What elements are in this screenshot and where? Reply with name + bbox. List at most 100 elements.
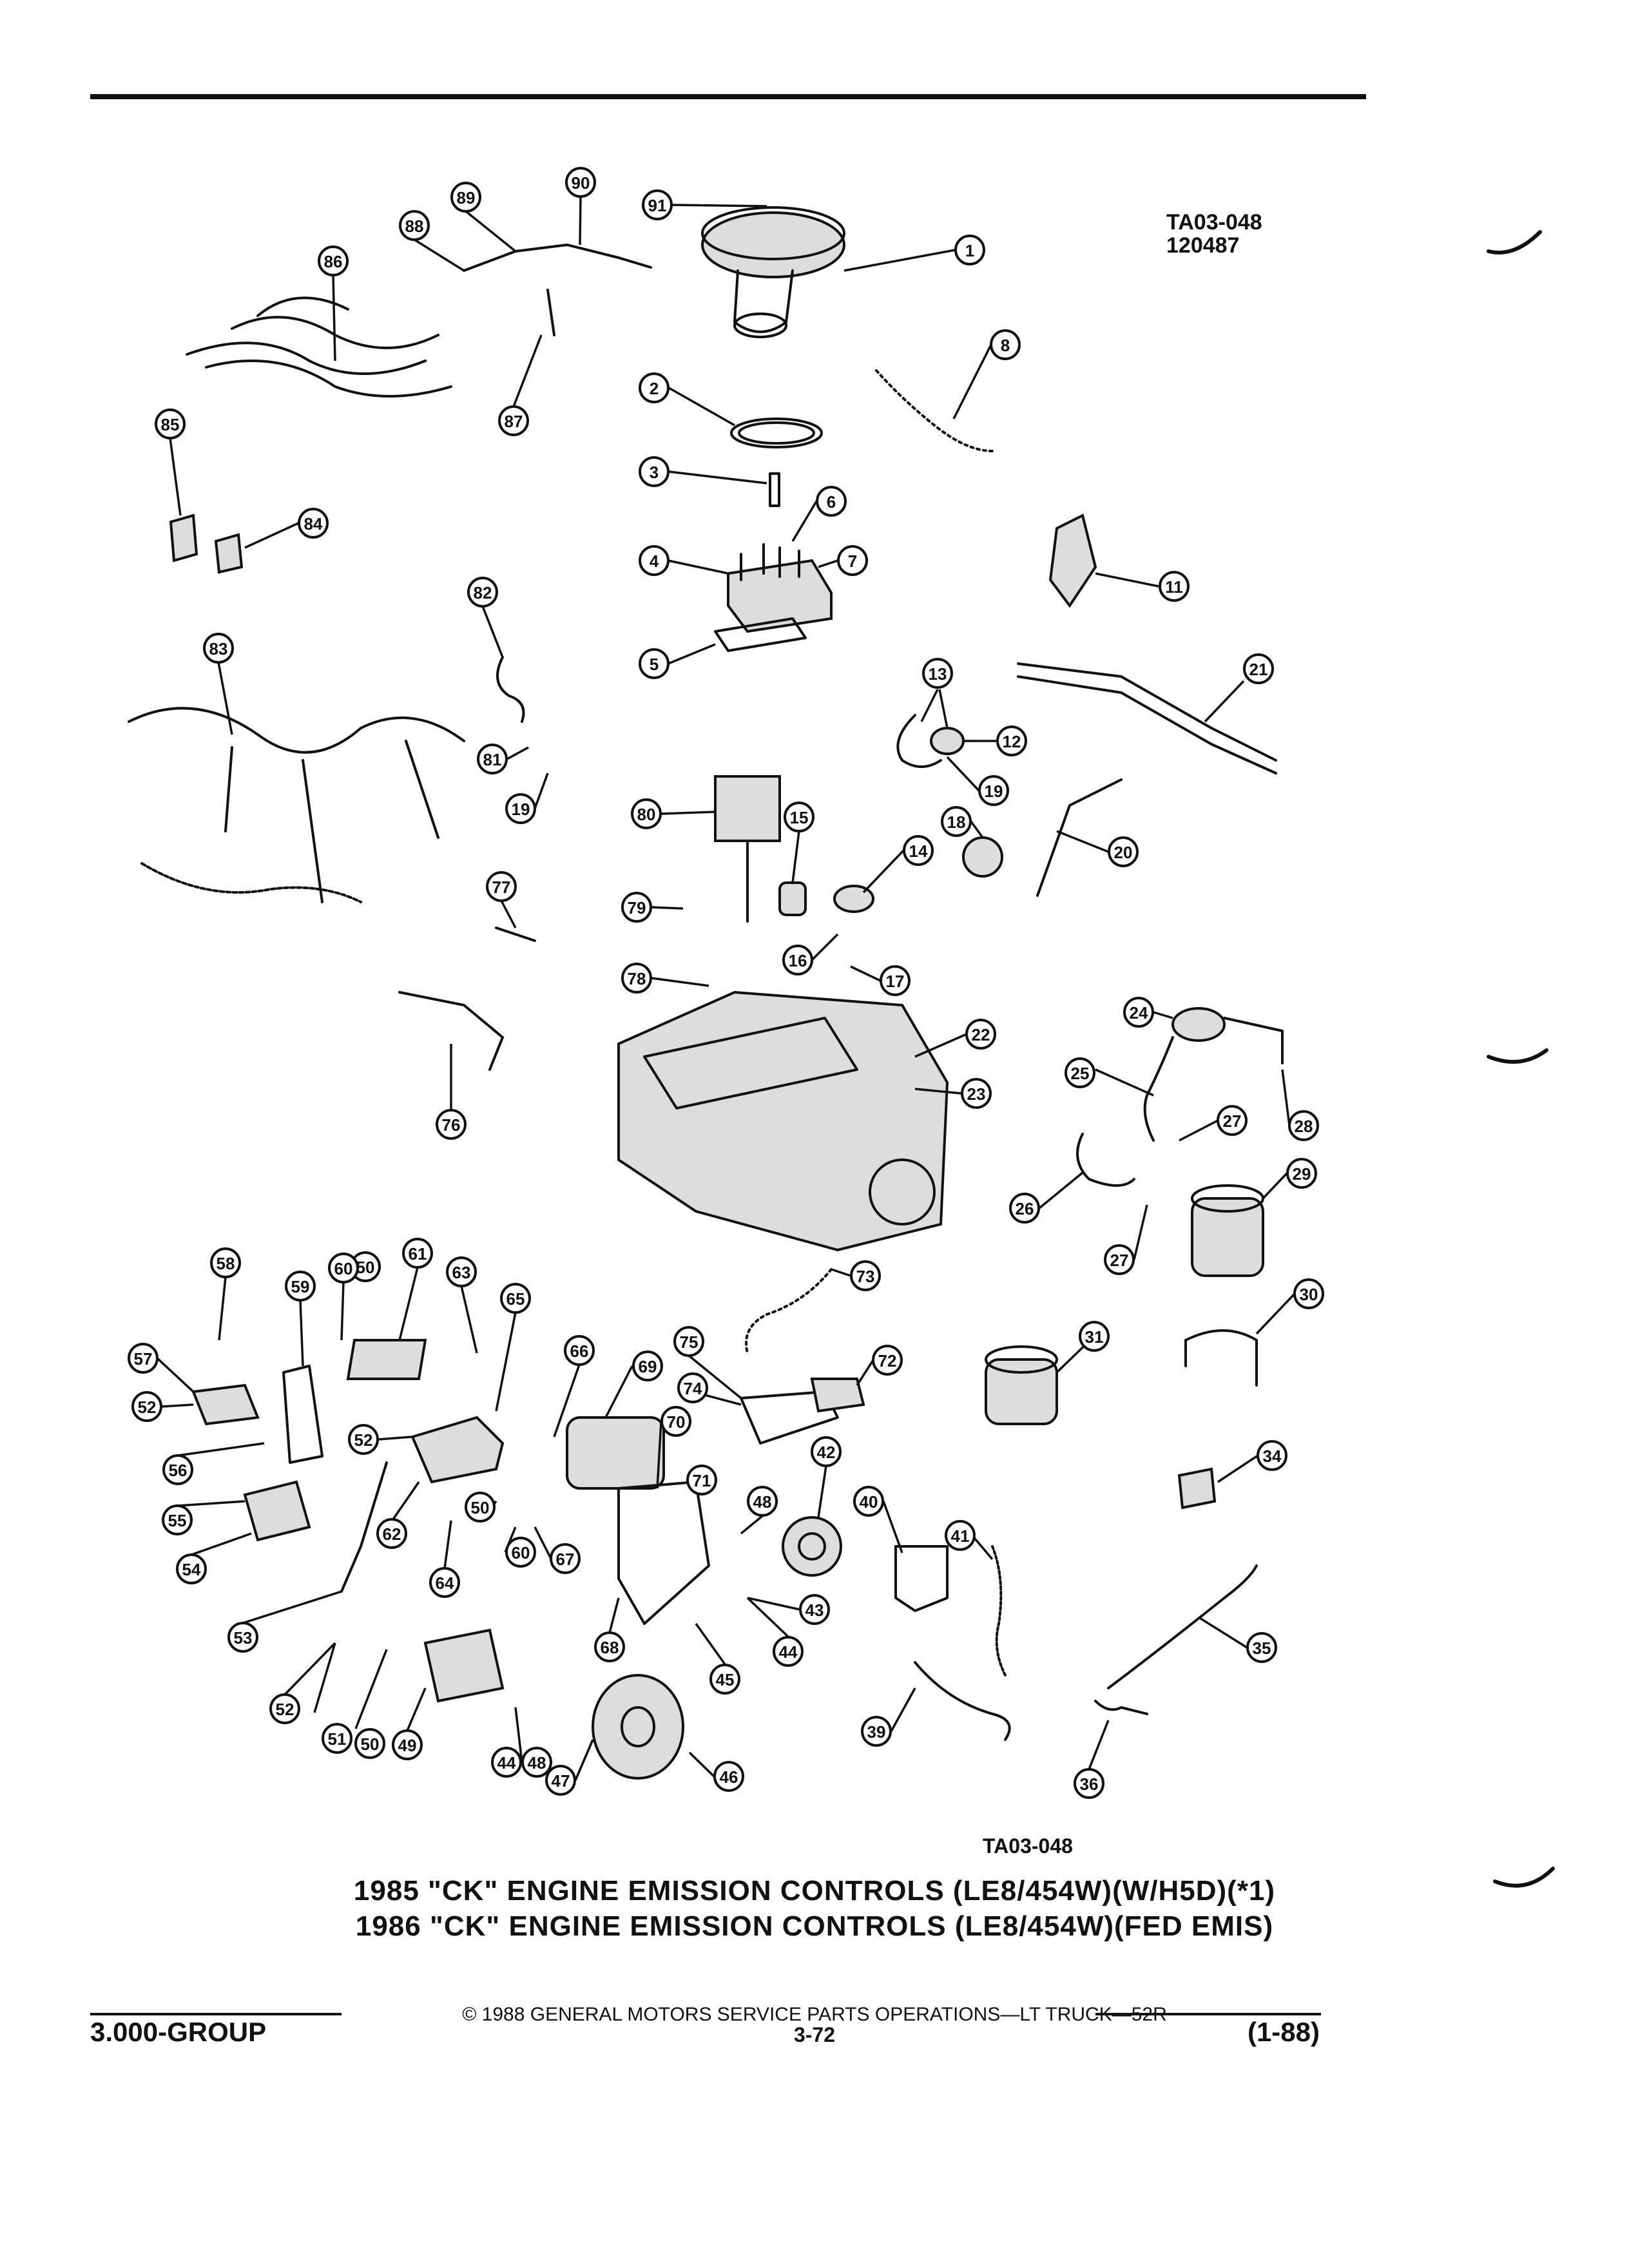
- pulley-42-part: [782, 1516, 842, 1577]
- callout-label: 13: [929, 664, 947, 684]
- callout-label: 49: [398, 1736, 417, 1755]
- line-21-part: [1017, 662, 1277, 762]
- callout-label: 76: [442, 1115, 461, 1135]
- drawing-ref-code: TA03-048: [1166, 210, 1262, 235]
- caption-line-2: 1986 "CK" ENGINE EMISSION CONTROLS (LE8/…: [355, 1910, 1274, 1942]
- air-duct-part: [875, 369, 994, 452]
- callout-1: 1: [954, 235, 985, 265]
- pump-69-part: [566, 1416, 665, 1490]
- callout-45: 45: [709, 1664, 740, 1695]
- callout-87: 87: [498, 405, 529, 436]
- callout-label: 6: [827, 492, 836, 512]
- callout-label: 78: [628, 969, 646, 988]
- callout-16: 16: [782, 945, 813, 975]
- top-rule: [90, 94, 1366, 99]
- callout-label: 20: [1114, 843, 1133, 862]
- callout-label: 83: [209, 639, 228, 658]
- footer-page-number: 3-72: [793, 2023, 836, 2046]
- callout-89: 89: [450, 182, 481, 213]
- callout-19: 19: [978, 775, 1009, 806]
- callout-label: 39: [867, 1722, 886, 1742]
- callout-label: 86: [324, 252, 343, 271]
- callout-61: 61: [402, 1238, 433, 1269]
- callout-30: 30: [1293, 1278, 1324, 1309]
- callout-44: 44: [491, 1747, 522, 1778]
- callout-label: 21: [1249, 660, 1268, 679]
- callout-48: 48: [747, 1486, 778, 1517]
- callout-label: 74: [684, 1379, 702, 1398]
- valve-57-part: [191, 1383, 260, 1426]
- callout-55: 55: [162, 1504, 193, 1535]
- callout-50: 50: [354, 1728, 385, 1759]
- callout-13: 13: [922, 658, 953, 689]
- callout-48: 48: [521, 1747, 552, 1778]
- callout-label: 75: [680, 1332, 699, 1352]
- drawing-ref-date: 120487: [1166, 233, 1240, 258]
- harness-86-part: [186, 341, 427, 375]
- callout-label: 12: [1003, 732, 1021, 751]
- callout-81: 81: [477, 744, 508, 774]
- callout-83: 83: [203, 633, 234, 664]
- callout-86: 86: [318, 245, 349, 276]
- valve-66-part: [410, 1416, 505, 1484]
- cover-72-part: [810, 1378, 865, 1413]
- callout-36: 36: [1074, 1768, 1104, 1799]
- callout-label: 47: [552, 1771, 570, 1791]
- bracket-11-part: [1048, 514, 1097, 608]
- callout-label: 72: [878, 1351, 897, 1370]
- callout-52: 52: [269, 1693, 300, 1724]
- callout-21: 21: [1243, 653, 1274, 684]
- callout-60: 60: [505, 1537, 536, 1568]
- callout-4: 4: [639, 545, 670, 576]
- callout-72: 72: [872, 1345, 903, 1376]
- callout-7: 7: [837, 545, 868, 576]
- callout-49: 49: [392, 1729, 423, 1760]
- callout-label: 23: [967, 1084, 986, 1104]
- callout-label: 17: [886, 972, 905, 991]
- callout-label: 59: [291, 1277, 310, 1296]
- callout-63: 63: [446, 1256, 477, 1287]
- hose-82-part: [496, 656, 525, 723]
- callout-label: 25: [1071, 1064, 1090, 1083]
- edge-mark-1: [1487, 230, 1542, 255]
- caption-line-1: 1985 "CK" ENGINE EMISSION CONTROLS (LE8/…: [353, 1875, 1276, 1907]
- callout-46: 46: [713, 1761, 744, 1792]
- leader-lines: [156, 196, 1296, 1781]
- callout-59: 59: [285, 1271, 316, 1302]
- callout-label: 42: [817, 1443, 836, 1462]
- bracket-84-part: [214, 533, 244, 574]
- canister-29-part: [1191, 1197, 1264, 1277]
- callout-29: 29: [1286, 1158, 1317, 1189]
- callout-label: 87: [505, 412, 523, 431]
- callout-27: 27: [1217, 1105, 1248, 1136]
- callout-91: 91: [642, 189, 673, 220]
- callout-25: 25: [1065, 1057, 1095, 1088]
- callout-label: 90: [572, 173, 590, 193]
- callout-label: 30: [1300, 1285, 1318, 1304]
- callout-label: 34: [1263, 1446, 1282, 1466]
- part-24: [1171, 1007, 1226, 1042]
- callout-label: 52: [276, 1700, 294, 1719]
- callout-label: 60: [512, 1543, 530, 1562]
- callout-label: 27: [1110, 1251, 1129, 1270]
- callout-label: 4: [650, 552, 659, 571]
- callout-34: 34: [1257, 1440, 1287, 1471]
- callout-64: 64: [429, 1567, 460, 1598]
- callout-label: 35: [1253, 1639, 1271, 1658]
- canister-31-part: [985, 1358, 1058, 1425]
- bracket-59-part: [282, 1365, 323, 1464]
- callout-14: 14: [903, 835, 934, 866]
- callout-39: 39: [861, 1716, 892, 1747]
- callout-52: 52: [348, 1424, 379, 1455]
- footer-revision: (1-88): [1247, 2017, 1320, 2047]
- callout-57: 57: [128, 1343, 159, 1374]
- callout-label: 58: [217, 1254, 235, 1273]
- callout-label: 91: [648, 196, 667, 215]
- callout-27: 27: [1104, 1244, 1135, 1275]
- callout-label: 3: [650, 463, 659, 482]
- callout-label: 89: [457, 188, 476, 207]
- footer-copyright: © 1988 GENERAL MOTORS SERVICE PARTS OPER…: [462, 2004, 1167, 2025]
- callout-label: 48: [753, 1492, 772, 1512]
- callout-50: 50: [465, 1492, 496, 1523]
- callout-label: 52: [138, 1398, 157, 1417]
